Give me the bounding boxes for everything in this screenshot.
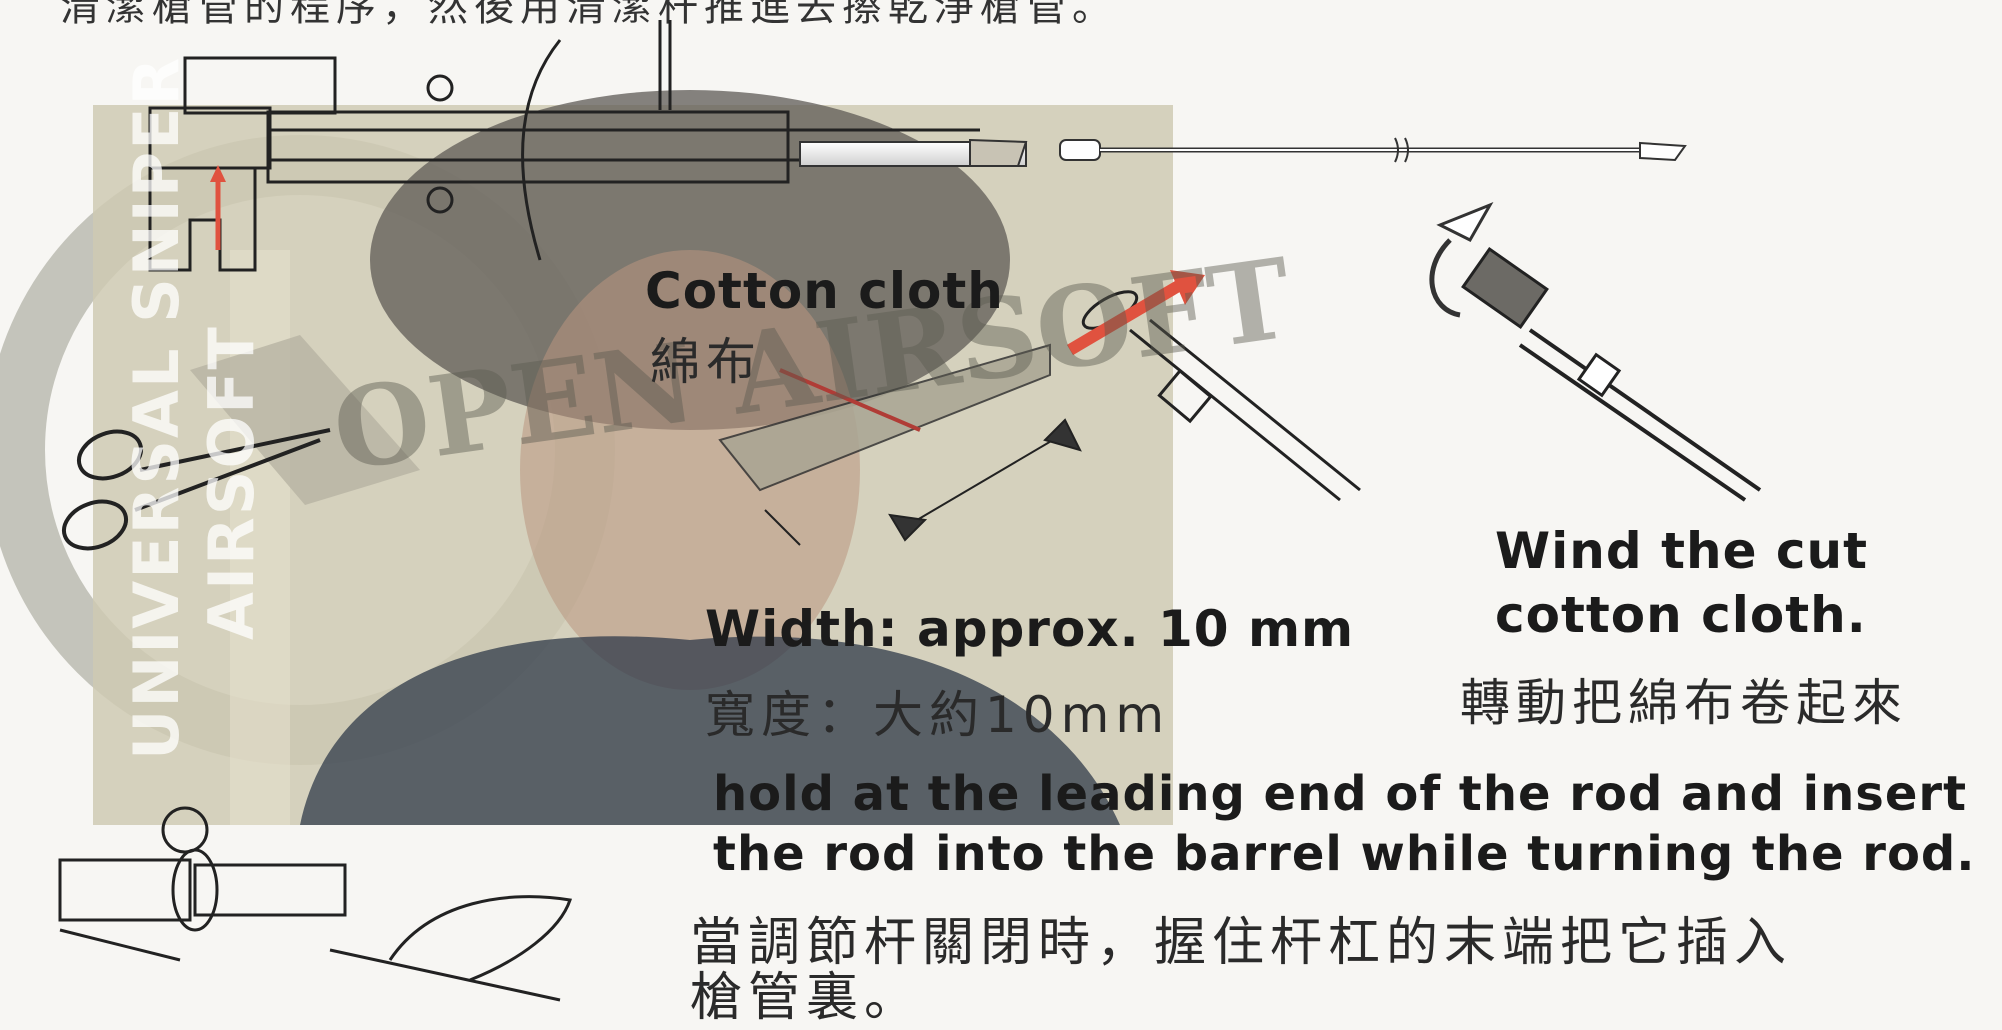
hold-instruction-cn-line2: 槍管裏。: [690, 968, 923, 1028]
hop-up-chamber-icon: [148, 20, 980, 272]
wind-instruction-cn: 轉動把綿布卷起來: [1460, 674, 1908, 732]
scissors-icon: [62, 428, 331, 551]
wind-instruction-line1: Wind the cut: [1495, 522, 1869, 580]
cleaning-rod-icon: [799, 137, 1687, 167]
width-dimension: [764, 418, 1082, 546]
width-label-cn: 寬度：大約10mm: [705, 686, 1171, 744]
cotton-cloth-label-cn: 綿布: [650, 333, 762, 391]
rifle-muzzle-icon: [58, 806, 347, 962]
header-text-fragment: 清潔槍管的程序，然後用清潔杆推進去擦乾淨槍管。: [60, 0, 1118, 30]
hold-instruction-cn-line1: 當調節杆關閉時，握住杆杠的末端把它插入: [690, 913, 1793, 973]
cotton-cloth-strip: [190, 335, 1051, 505]
pull-arrow: [1066, 270, 1205, 356]
photo-overlay: [93, 90, 1173, 825]
width-label: Width: approx. 10 mm: [705, 600, 1355, 658]
rotate-arrow-icon: [1429, 202, 1494, 318]
hold-instruction-line1: hold at the leading end of the rod and i…: [713, 766, 1968, 822]
hold-instruction-line2: the rod into the barrel while turning th…: [713, 826, 1976, 882]
hand-icon: [329, 895, 572, 1002]
rod-with-eyelet: [1081, 290, 1361, 502]
cotton-cloth-label: Cotton cloth: [645, 262, 1004, 320]
watermark-vertical-line1: UNIVERSAL SNIPER: [120, 55, 193, 760]
wound-cloth-rod: [1461, 246, 1762, 502]
wind-instruction-line2: cotton cloth.: [1495, 586, 1867, 644]
watermark-vertical-line2: AIRSOFT: [195, 325, 268, 640]
